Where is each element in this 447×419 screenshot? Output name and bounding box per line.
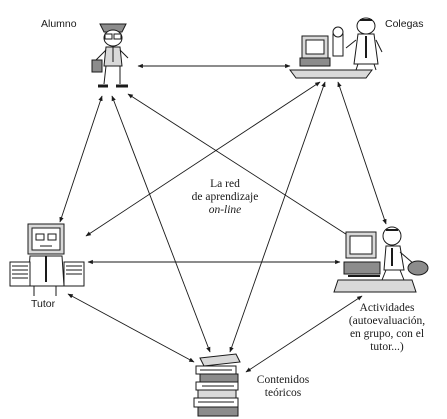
- contenidos-label: Contenidos teóricos: [240, 374, 326, 400]
- arrow-alumno-contenidos: [111, 95, 211, 353]
- center-label-line2: de aprendizaje: [191, 191, 259, 203]
- actividades-label-line2: (autoevaluación,: [348, 315, 426, 327]
- alumno-label: Alumno: [41, 18, 77, 30]
- person-at-computer-illustration: [333, 226, 429, 293]
- contenidos-label-line1: Contenidos: [256, 374, 310, 386]
- arrow-alumno-tutor: [59, 95, 103, 223]
- tutor-illustration: [9, 223, 85, 296]
- center-label: La red de aprendizaje on-line: [180, 178, 270, 217]
- arrow-tutor-contenidos: [67, 293, 195, 363]
- center-label-line1: La red: [210, 178, 240, 190]
- actividades-label-line4: tutor...): [370, 341, 404, 353]
- connection-arrows: [59, 63, 387, 373]
- actividades-label-line1: Actividades: [359, 302, 415, 314]
- colegas-label: Colegas: [385, 18, 424, 30]
- arrow-colegas-contenidos: [229, 81, 326, 353]
- actividades-label-line3: en grupo, con el: [349, 328, 425, 340]
- arrow-actividades-contenidos: [245, 295, 363, 373]
- arrow-colegas-actividades: [337, 81, 387, 225]
- actividades-label: Actividades (autoevaluación, en grupo, c…: [331, 302, 443, 354]
- contenidos-label-line2: teóricos: [264, 387, 302, 399]
- tutor-label: Tutor: [31, 298, 56, 310]
- book-stack-illustration: [193, 353, 241, 417]
- colleagues-at-computer-illustration: [289, 17, 383, 79]
- student-illustration: [91, 23, 129, 88]
- center-label-line3: on-line: [208, 204, 242, 216]
